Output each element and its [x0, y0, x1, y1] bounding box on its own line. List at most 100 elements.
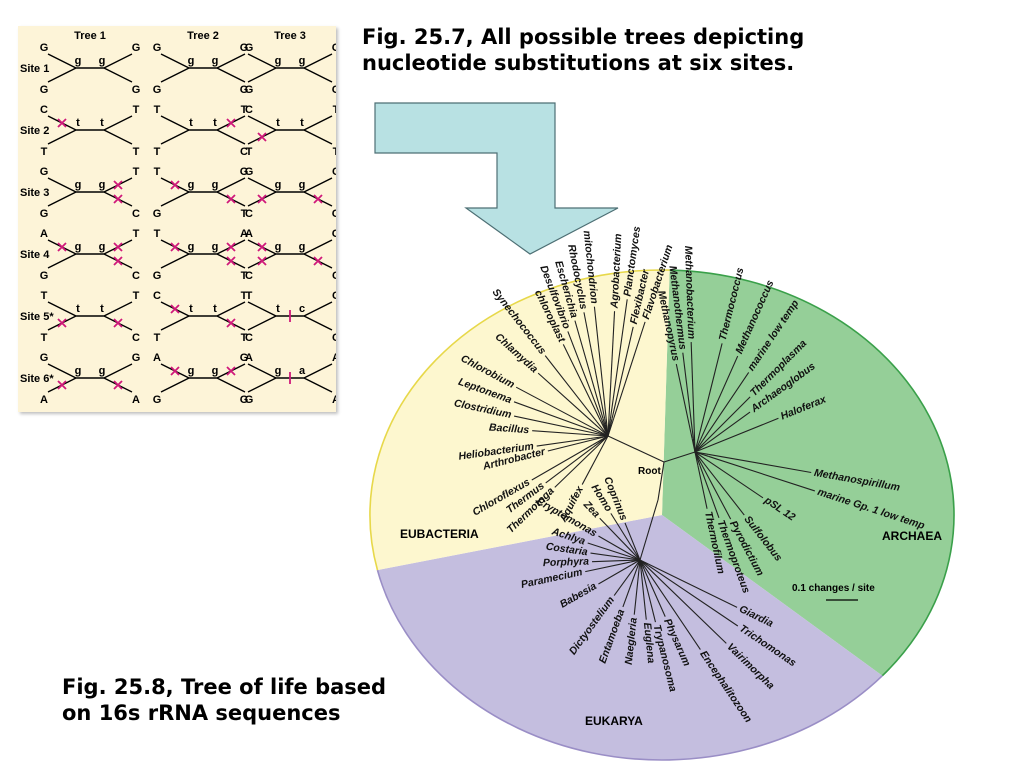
branch	[513, 401, 592, 431]
leaf-top-left: C	[153, 290, 161, 302]
branch	[633, 569, 640, 615]
leaf-bottom-right: C	[332, 270, 336, 282]
internal-node-right: g	[99, 365, 106, 377]
branch	[598, 535, 632, 556]
branch	[694, 451, 707, 461]
internal-node-right: t	[213, 303, 217, 315]
leaf-top-right: G	[332, 228, 336, 240]
branch	[682, 352, 694, 439]
small-tree: TCTCtc	[241, 290, 336, 344]
leaf-top-right: A	[245, 352, 253, 364]
branch	[631, 559, 641, 566]
taxon-label: Porphyra	[543, 556, 590, 570]
branch	[624, 522, 637, 551]
leaf-bottom-left: G	[240, 84, 249, 96]
branch	[639, 499, 659, 561]
site-label: Site 2	[20, 125, 49, 137]
small-tree: AGTCgg	[240, 228, 336, 282]
substitution-mark	[113, 194, 123, 204]
leaf-top-right: A	[332, 352, 336, 364]
branch	[599, 435, 609, 453]
substitution-mark	[226, 242, 236, 252]
branch	[608, 311, 616, 419]
branch	[537, 372, 595, 425]
substitution-mark	[170, 304, 180, 314]
branch	[574, 320, 604, 419]
branch	[599, 419, 609, 437]
branch	[590, 552, 631, 560]
branch	[694, 446, 709, 453]
leaf-bottom-left: G	[40, 208, 49, 220]
branch	[613, 567, 635, 596]
branch	[590, 435, 609, 441]
branch	[643, 568, 666, 617]
branch	[675, 363, 693, 439]
leaf-top-left: A	[153, 352, 161, 364]
branch	[697, 343, 723, 439]
internal-node-right: g	[212, 365, 219, 377]
branch	[622, 569, 638, 608]
leaf-top-right: G	[245, 42, 254, 54]
leaf-bottom-right: T	[133, 146, 140, 158]
branch	[701, 464, 732, 520]
branch	[609, 299, 628, 419]
internal-node-left: g	[275, 179, 282, 191]
branch	[707, 417, 779, 448]
substitution-mark	[257, 194, 267, 204]
leaf-bottom-right: C	[132, 270, 140, 282]
branch	[639, 559, 650, 565]
branch	[592, 559, 631, 563]
branch	[531, 444, 593, 481]
leaf-top-right: C	[245, 104, 253, 116]
branch	[702, 372, 750, 441]
taxon-label: Methanobacterium	[682, 246, 697, 340]
leaf-top-left: G	[240, 42, 249, 54]
internal-node-left: g	[188, 241, 195, 253]
branch	[515, 386, 593, 429]
leaf-bottom-left: G	[153, 208, 162, 220]
eukarya-label: EUKARYA	[585, 714, 643, 728]
leaf-top-left: A	[240, 228, 248, 240]
caption-line: nucleotide substitutions at six sites.	[362, 51, 795, 75]
leaf-top-left: C	[40, 104, 48, 116]
leaf-top-right: T	[133, 104, 140, 116]
branch	[613, 321, 646, 420]
leaf-bottom-left: G	[153, 270, 162, 282]
leaf-bottom-right: G	[332, 84, 336, 96]
internal-node-left: t	[76, 303, 80, 315]
substitution-mark	[57, 318, 67, 328]
internal-node-left: g	[275, 241, 282, 253]
archaea-region	[662, 270, 954, 676]
internal-node-left: t	[189, 303, 193, 315]
branch	[641, 569, 657, 623]
branch	[536, 437, 591, 447]
internal-node-left: t	[276, 117, 280, 129]
leaf-top-right: T	[133, 290, 140, 302]
archaea-label: ARCHAEA	[882, 529, 942, 543]
substitution-mark	[257, 132, 267, 142]
leaf-top-left: T	[154, 166, 161, 178]
leaf-top-right: A	[245, 228, 253, 240]
leaf-bottom-right: C	[132, 332, 140, 344]
leaf-top-right: T	[246, 290, 253, 302]
eukarya-region	[377, 515, 883, 760]
branch	[532, 430, 591, 436]
leaf-top-right: T	[333, 104, 336, 116]
substitution-mark	[226, 366, 236, 376]
leaf-bottom-right: C	[245, 332, 253, 344]
internal-node-left: g	[75, 55, 82, 67]
taxon-label: Euglena	[641, 622, 657, 664]
small-tree: TTCTtt	[240, 104, 336, 158]
leaf-bottom-right: G	[245, 394, 254, 406]
branch	[648, 563, 738, 608]
tree-branches	[47, 363, 133, 393]
tree-branches	[160, 177, 246, 207]
tree-branches	[160, 239, 246, 269]
internal-node-right: g	[212, 241, 219, 253]
internal-node-right: g	[99, 241, 106, 253]
branch	[594, 423, 609, 437]
